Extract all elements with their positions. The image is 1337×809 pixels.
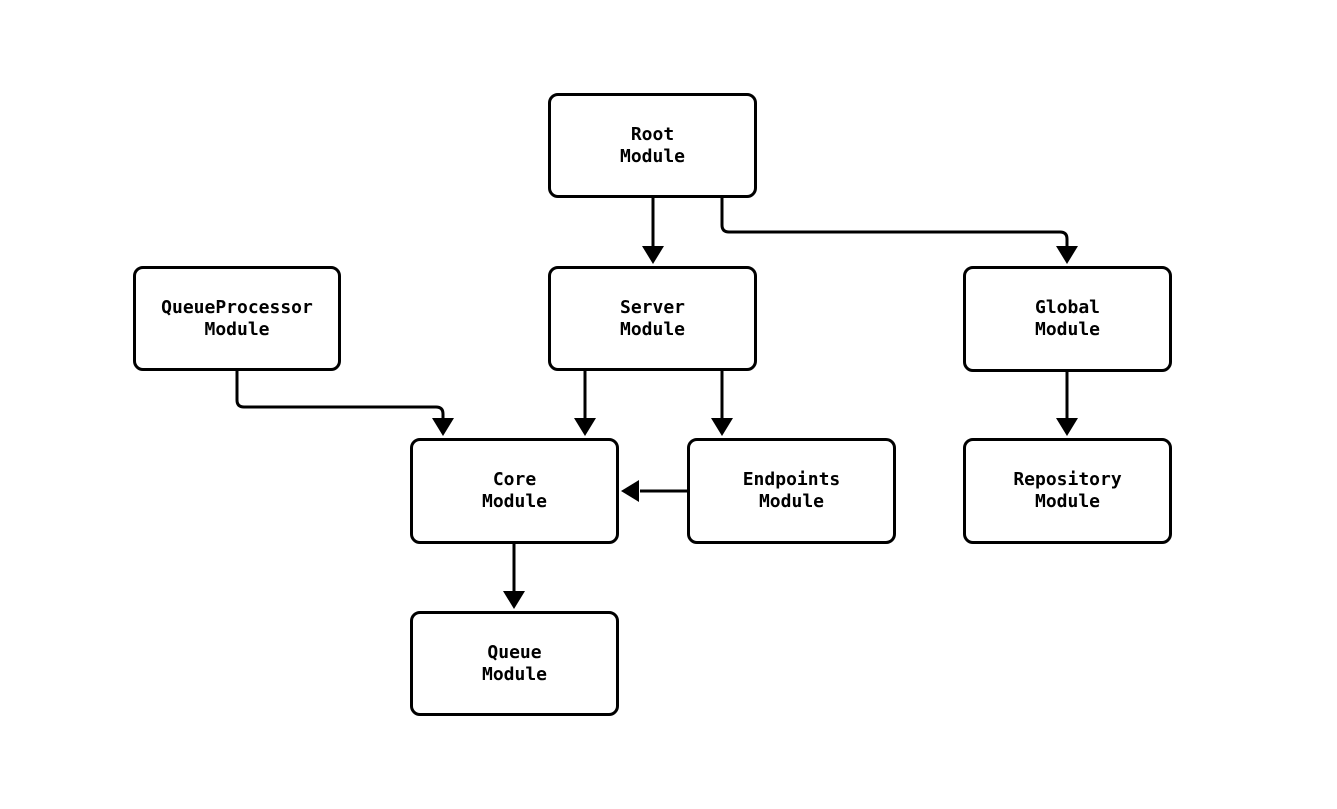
- arrowhead-icon: [432, 418, 454, 436]
- arrowhead-icon: [574, 418, 596, 436]
- node-server-module: Server Module: [548, 266, 757, 371]
- edge-server-to-core: [574, 371, 596, 436]
- node-core-module: Core Module: [410, 438, 619, 544]
- node-repository-module: Repository Module: [963, 438, 1172, 544]
- node-queue-module: Queue Module: [410, 611, 619, 716]
- arrowhead-icon: [711, 418, 733, 436]
- arrowhead-icon: [503, 591, 525, 609]
- edge-queueprocessor-to-core: [235, 371, 454, 436]
- arrowhead-icon: [621, 480, 639, 502]
- edge-core-to-queue: [503, 544, 525, 609]
- node-root-module: Root Module: [548, 93, 757, 198]
- arrowhead-icon: [642, 246, 664, 264]
- arrowhead-icon: [1056, 246, 1078, 264]
- arrowhead-icon: [1056, 418, 1078, 436]
- node-endpoints-module: Endpoints Module: [687, 438, 896, 544]
- node-queueprocessor-module: QueueProcessor Module: [133, 266, 341, 371]
- edge-root-to-server: [642, 198, 664, 264]
- edge-endpoints-to-core: [621, 480, 687, 502]
- node-global-module: Global Module: [963, 266, 1172, 372]
- edge-global-to-repository: [1056, 371, 1078, 436]
- edge-server-to-endpoints: [711, 371, 733, 436]
- edge-root-to-global: [720, 198, 1078, 264]
